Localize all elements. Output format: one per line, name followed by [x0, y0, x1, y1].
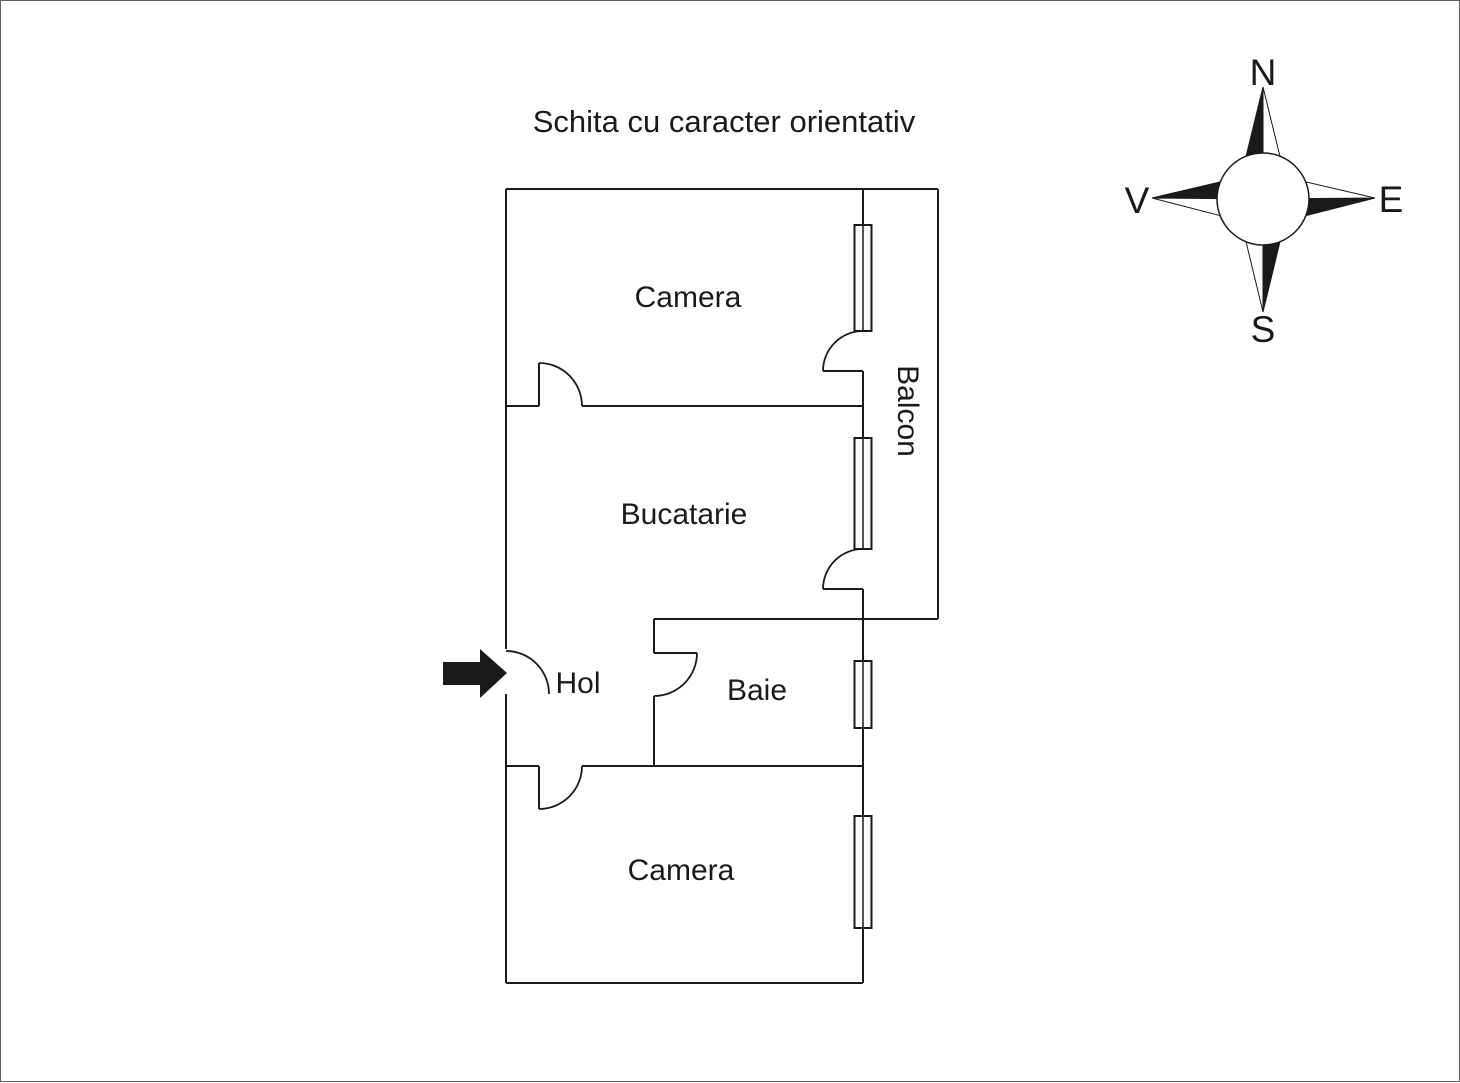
room-label-hol: Hol [555, 667, 600, 700]
walls [505, 188, 939, 984]
compass-north-label: N [1250, 52, 1277, 93]
compass-east-label: E [1379, 179, 1404, 220]
door-arc-bucatarie-balcony [822, 548, 864, 590]
compass-rose: N E S V [1125, 52, 1404, 350]
door-arc-camera-bottom [538, 765, 583, 810]
compass-west-label: V [1125, 180, 1150, 221]
room-label-camera-bottom: Camera [628, 854, 735, 887]
entrance-arrow [443, 649, 507, 698]
sketch-title: Schita cu caracter orientativ [533, 104, 916, 139]
room-label-balcon: Balcon [891, 365, 924, 457]
windows [853, 224, 873, 929]
door-arc-baie [653, 652, 698, 697]
door-arc-camera-top [538, 362, 583, 407]
room-labels: Camera Bucatarie Hol Baie Camera Balcon [555, 281, 924, 887]
compass-center-circle [1216, 152, 1310, 246]
compass-south-label: S [1251, 309, 1276, 350]
door-arc-camera-balcony [822, 330, 864, 372]
room-label-bucatarie: Bucatarie [621, 498, 748, 531]
room-label-baie: Baie [727, 674, 787, 707]
room-label-camera-top: Camera [635, 281, 742, 314]
doors [505, 330, 864, 810]
door-arc-entrance [505, 650, 550, 695]
